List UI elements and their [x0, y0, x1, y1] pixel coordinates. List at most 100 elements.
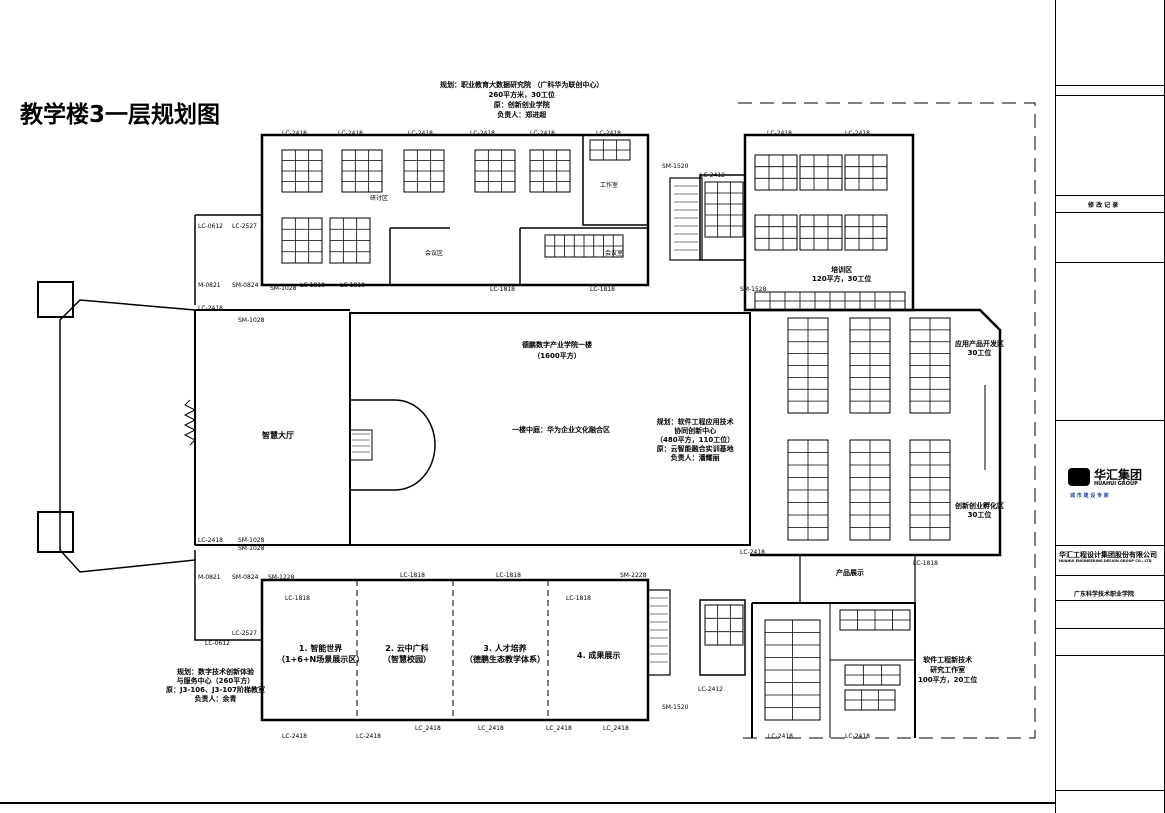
window-tag: LC-2527 — [232, 223, 257, 230]
window-tag: SM-1228 — [268, 574, 295, 581]
company-name: 华汇工程设计集团股份有限公司 — [1059, 551, 1157, 559]
company-name-en: HUAHUI ENGINEERING DESIGN GROUP CO., LTD — [1059, 559, 1152, 563]
lobby-outline — [59, 299, 196, 573]
hall-label: 智慧大厅 — [262, 431, 294, 440]
workstation-cluster — [754, 154, 798, 191]
workstation-cluster — [909, 439, 951, 541]
product-show-label: 产品展示 — [836, 569, 864, 577]
workstation-cluster — [844, 689, 896, 711]
central-title: 德鹏数字产业学院一楼（1600平方） — [522, 341, 592, 360]
window-tag: LC-2418 — [740, 549, 765, 556]
workstation-layer — [281, 139, 951, 721]
workstation-cluster — [329, 217, 371, 264]
workstation-cluster — [844, 214, 888, 251]
window-tag: SM-1028 — [238, 545, 265, 552]
window-tag: LC-1818 — [285, 595, 310, 602]
window-tag: LC-1818 — [340, 282, 365, 289]
lobby-pillar — [37, 281, 74, 318]
page-title: 教学楼3一层规划图 — [20, 102, 221, 128]
client-name: 广东科学技术职业学院 — [1074, 591, 1135, 598]
workstation-cluster — [754, 291, 906, 311]
window-tag: LC-2418 — [768, 733, 793, 740]
window-tag: LC-2418 — [767, 130, 792, 137]
window-tag: LC_2418 — [478, 725, 504, 732]
window-tag: LC-2418 — [198, 537, 223, 544]
logo-text: 华汇集团 — [1094, 468, 1143, 482]
window-tag: SM-0824 — [232, 282, 259, 289]
workstation-cluster — [799, 214, 843, 251]
window-tag: LC-2412 — [698, 686, 723, 693]
workstation-cluster — [787, 439, 829, 541]
label-meeting-room: 会议室 — [605, 250, 624, 257]
zone-1-label: 1. 智能世界（1+6+N场景展示区） — [277, 644, 365, 664]
workstation-cluster — [529, 149, 571, 193]
window-tag: SM-1028 — [238, 537, 265, 544]
window-tag: LC-2418 — [470, 130, 495, 137]
revision-heading: 修 改 记 录 — [1088, 202, 1119, 209]
zone-4-label: 4. 成果展示 — [577, 651, 621, 660]
window-tag: LC-2418 — [338, 130, 363, 137]
window-tag: LC-1818 — [913, 560, 938, 567]
window-tag: M-0821 — [198, 574, 221, 581]
workstation-cluster — [754, 214, 798, 251]
window-tag: LC-2418 — [530, 130, 555, 137]
window-tag: SM-1528 — [740, 286, 767, 293]
window-tag: LC_2418 — [415, 725, 441, 732]
window-tag: LC-2527 — [232, 630, 257, 637]
north-stair — [669, 177, 703, 261]
south-stair — [647, 589, 671, 676]
window-tag: LC-2418 — [408, 130, 433, 137]
logo-english: HUAHUI GROUP — [1094, 481, 1138, 487]
software-center-note: 规划：软件工程应用技术协同创新中心（480平方，110工位）原：云智能融合实训基… — [656, 418, 735, 462]
workstation-cluster — [704, 181, 744, 238]
window-tag: LC-1818 — [590, 286, 615, 293]
workstation-cluster — [589, 139, 631, 161]
workstation-cluster — [281, 217, 323, 264]
central-atrium-wall — [349, 312, 751, 546]
label-meeting-area: 会议区 — [425, 250, 444, 257]
window-tag: SM-1520 — [662, 704, 689, 711]
window-tag: SM-1520 — [662, 163, 689, 170]
window-tag: SM-0824 — [232, 574, 259, 581]
zone-2-label: 2. 云中广科（智慧校园） — [383, 644, 431, 664]
title-block: 修 改 记 录 华汇集团 HUAHUI GROUP 城 市 建 设 专 家 华汇… — [1055, 0, 1165, 813]
window-tag: LC_2418 — [603, 725, 629, 732]
window-tag: LC-0612 — [205, 640, 230, 647]
workstation-cluster — [403, 149, 445, 193]
zone-divider — [356, 580, 549, 720]
window-tag: LC-1818 — [300, 282, 325, 289]
window-tag: LC-2418 — [198, 305, 223, 312]
zone-3-label: 3. 人才培养（德鹏生态教学体系） — [465, 644, 545, 664]
label-studio: 工作室 — [600, 182, 619, 189]
north-room-note: 规划：职业教育大数据研究院 （广科华为联创中心）260平方米，30工位原：创新创… — [440, 81, 604, 119]
window-tag: SM-1028 — [270, 285, 297, 292]
digital-center-note: 规划：数字技术创新体验与服务中心（260平方）原：J3-106、J3-107阶梯… — [166, 668, 265, 703]
window-tag: LC_2418 — [546, 725, 572, 732]
window-tag: LC-1818 — [400, 572, 425, 579]
workstation-cluster — [799, 154, 843, 191]
window-tag: LC-2418 — [845, 130, 870, 137]
workstation-cluster — [844, 664, 901, 686]
window-tag: LC-1818 — [496, 572, 521, 579]
logo-mark-icon — [1068, 468, 1090, 486]
window-tag: LC-2418 — [282, 130, 307, 137]
window-tag: SM-2228 — [620, 572, 647, 579]
workstation-cluster — [704, 604, 744, 646]
workstation-cluster — [849, 317, 891, 414]
workstation-cluster — [844, 154, 888, 191]
logo-slogan: 城 市 建 设 专 家 — [1070, 493, 1109, 499]
window-tag: LC-0612 — [198, 223, 223, 230]
workstation-cluster — [281, 149, 323, 193]
window-tag: M-0821 — [198, 282, 221, 289]
workstation-cluster — [787, 317, 829, 414]
atrium-label: 一楼中庭：华为企业文化融合区 — [512, 426, 610, 434]
workstation-cluster — [544, 234, 624, 258]
window-tag: SM-1028 — [238, 317, 265, 324]
window-tag: LC-1818 — [490, 286, 515, 293]
window-tag: LC-2418 — [282, 733, 307, 740]
